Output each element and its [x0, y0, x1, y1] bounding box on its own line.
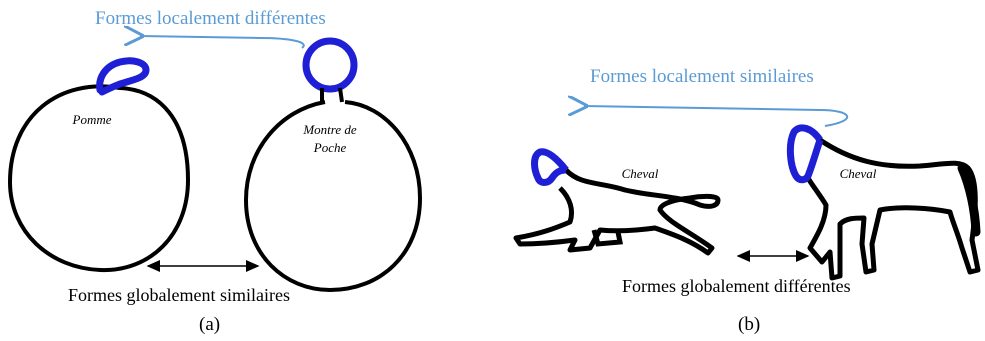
local-similar-label: Formes localement similaires [590, 66, 814, 87]
apple-stem [96, 57, 150, 96]
panel-a-label: (a) [199, 314, 221, 335]
global-similar-label: Formes globalement similaires [68, 285, 290, 305]
panel-b-label: (b) [738, 314, 761, 335]
apple-outline [7, 84, 191, 273]
local-diff-arrow [140, 36, 305, 49]
running-horse-belly [591, 229, 623, 247]
pocket-watch-label-2: Poche [313, 140, 347, 155]
running-horse-label: Cheval [621, 166, 659, 181]
running-horse-outline [513, 168, 721, 256]
global-different-label: Formes globalement différentes [622, 276, 851, 296]
walking-horse-tail [957, 163, 981, 237]
pocket-watch-outline [243, 100, 423, 293]
running-horse-head [531, 148, 569, 186]
pocket-watch-crown [320, 87, 344, 103]
walking-horse-label: Cheval [839, 166, 877, 181]
pocket-watch-ring [302, 37, 358, 93]
pocket-watch-label-1: Montre de [303, 122, 357, 137]
walking-horse-outline [805, 137, 981, 281]
apple-label: Pomme [72, 112, 112, 127]
walking-horse-head [786, 124, 824, 184]
local-diff-label: Formes localement différentes [95, 8, 326, 29]
local-similar-arrow [584, 106, 849, 127]
